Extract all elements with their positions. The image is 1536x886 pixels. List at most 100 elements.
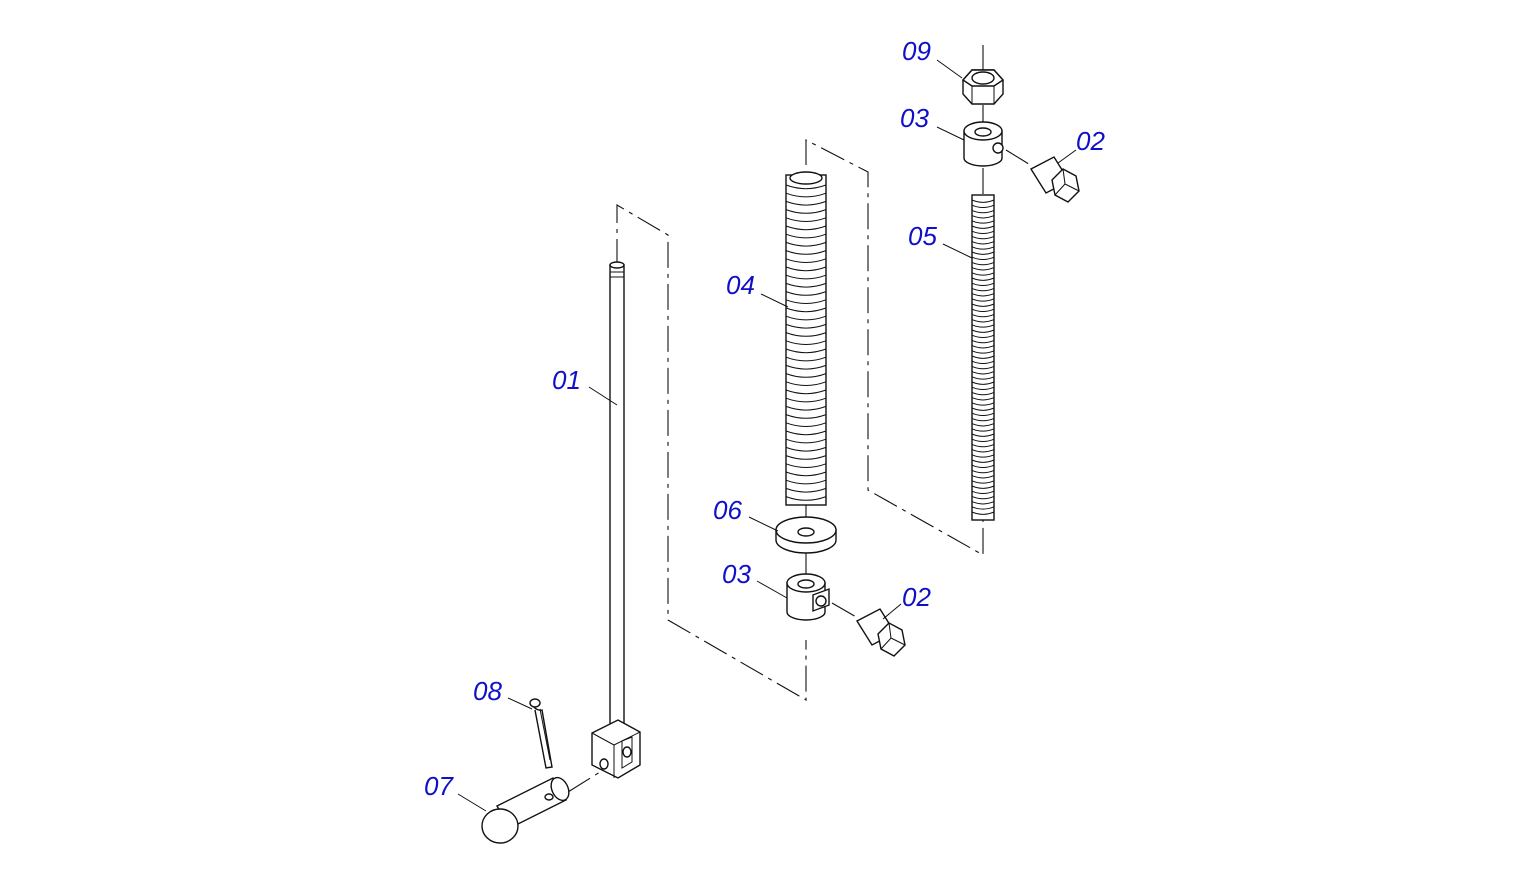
spring-coil bbox=[971, 501, 995, 505]
spring-coil bbox=[971, 235, 995, 240]
spring-coil bbox=[971, 376, 995, 380]
spring-coil bbox=[971, 261, 995, 266]
spring-coil bbox=[971, 428, 995, 432]
spring-coil bbox=[971, 417, 995, 422]
spring-coil bbox=[785, 241, 827, 247]
callout-03-upper: 03 bbox=[900, 103, 929, 133]
spring-coil bbox=[785, 373, 827, 378]
spring-coil bbox=[971, 313, 995, 318]
spring-coil bbox=[971, 464, 995, 469]
assembly-guide-lines bbox=[616, 45, 984, 701]
callout-05: 05 bbox=[908, 221, 937, 251]
spring-coil bbox=[785, 307, 827, 313]
spring-coil bbox=[971, 397, 995, 401]
spring-coil bbox=[971, 475, 995, 479]
callout-09: 09 bbox=[902, 36, 931, 66]
spring-coil bbox=[785, 471, 827, 477]
spring-coil bbox=[971, 345, 995, 349]
spring-coil bbox=[971, 381, 995, 385]
spring-coil bbox=[971, 246, 995, 250]
callout-04: 04 bbox=[726, 270, 755, 300]
spring-coil bbox=[785, 332, 827, 337]
spring-coil bbox=[785, 323, 827, 329]
spring-coil bbox=[785, 258, 827, 263]
spring-coil bbox=[971, 329, 995, 333]
spring-coil bbox=[971, 287, 995, 292]
spring-coil bbox=[971, 459, 995, 463]
spring-coil bbox=[785, 430, 827, 436]
callout-labels: 09 03 02 05 04 01 06 03 02 08 07 bbox=[424, 36, 1105, 801]
spring-coil bbox=[785, 266, 827, 272]
spring-coil bbox=[971, 199, 995, 203]
spring-coil bbox=[971, 298, 995, 302]
spring-coil bbox=[785, 233, 827, 239]
spring-coil bbox=[971, 209, 995, 214]
spring-coil bbox=[785, 496, 827, 501]
spring-coil bbox=[785, 315, 827, 321]
part-02-lower-bolt bbox=[831, 602, 906, 657]
spring-coil bbox=[971, 334, 995, 339]
spring-coil bbox=[971, 407, 995, 411]
spring-coil bbox=[971, 293, 995, 297]
spring-coil bbox=[971, 443, 995, 448]
callout-03-lower: 03 bbox=[722, 559, 751, 589]
spring-coil bbox=[971, 438, 995, 443]
spring-coil bbox=[971, 402, 995, 406]
spring-coil bbox=[971, 423, 995, 427]
spring-coil bbox=[971, 511, 995, 515]
spring-coil bbox=[785, 364, 827, 370]
spring-coil bbox=[785, 397, 827, 403]
spring-coil bbox=[971, 220, 995, 224]
spring-coil bbox=[785, 455, 827, 460]
spring-coil bbox=[971, 241, 995, 245]
spring-coil bbox=[785, 381, 827, 386]
spring-coil bbox=[785, 192, 827, 198]
spring-coil bbox=[971, 282, 995, 287]
spring-coil bbox=[971, 272, 995, 276]
spring-coil bbox=[785, 438, 827, 444]
spring-coil bbox=[785, 340, 827, 345]
spring-coil bbox=[971, 485, 995, 489]
part-03-lower-collar bbox=[786, 573, 830, 621]
part-04-large-spring bbox=[785, 171, 827, 506]
spring-coil bbox=[785, 356, 827, 362]
spring-coil bbox=[971, 303, 995, 307]
part-09-hex-nut bbox=[961, 69, 1005, 105]
spring-coil bbox=[971, 215, 995, 219]
spring-coil bbox=[971, 454, 995, 458]
callout-08: 08 bbox=[473, 676, 502, 706]
spring-coil bbox=[785, 291, 827, 296]
spring-coil bbox=[971, 251, 995, 255]
spring-coil bbox=[971, 277, 995, 281]
spring-coil bbox=[785, 405, 827, 411]
spring-coil bbox=[971, 350, 995, 354]
spring-coil bbox=[785, 422, 827, 427]
spring-coil bbox=[785, 200, 827, 206]
spring-coil bbox=[971, 495, 995, 500]
spring-coil bbox=[785, 299, 827, 304]
part-01-rod bbox=[609, 261, 625, 726]
spring-coil bbox=[785, 274, 827, 280]
part-clevis bbox=[591, 719, 641, 779]
spring-coil bbox=[971, 230, 995, 235]
part-07-clevis-pin bbox=[481, 771, 601, 844]
part-06-washer bbox=[775, 516, 837, 554]
callout-02-upper: 02 bbox=[1076, 126, 1105, 156]
spring-coil bbox=[971, 339, 995, 344]
spring-coil bbox=[785, 389, 827, 395]
spring-coil bbox=[785, 217, 827, 222]
spring-coil bbox=[971, 267, 995, 271]
spring-coil bbox=[971, 490, 995, 495]
spring-coil bbox=[971, 308, 995, 313]
leader-lines bbox=[457, 59, 1077, 812]
spring-coil bbox=[971, 225, 995, 229]
spring-coil bbox=[971, 386, 995, 391]
callout-01: 01 bbox=[552, 365, 581, 395]
spring-coil bbox=[971, 469, 995, 474]
part-08-cotter-pin bbox=[529, 698, 553, 769]
spring-coil bbox=[971, 391, 995, 396]
spring-coil bbox=[971, 371, 995, 375]
spring-coil bbox=[785, 209, 827, 214]
spring-coil bbox=[785, 225, 827, 231]
part-05-small-spring bbox=[971, 194, 995, 521]
